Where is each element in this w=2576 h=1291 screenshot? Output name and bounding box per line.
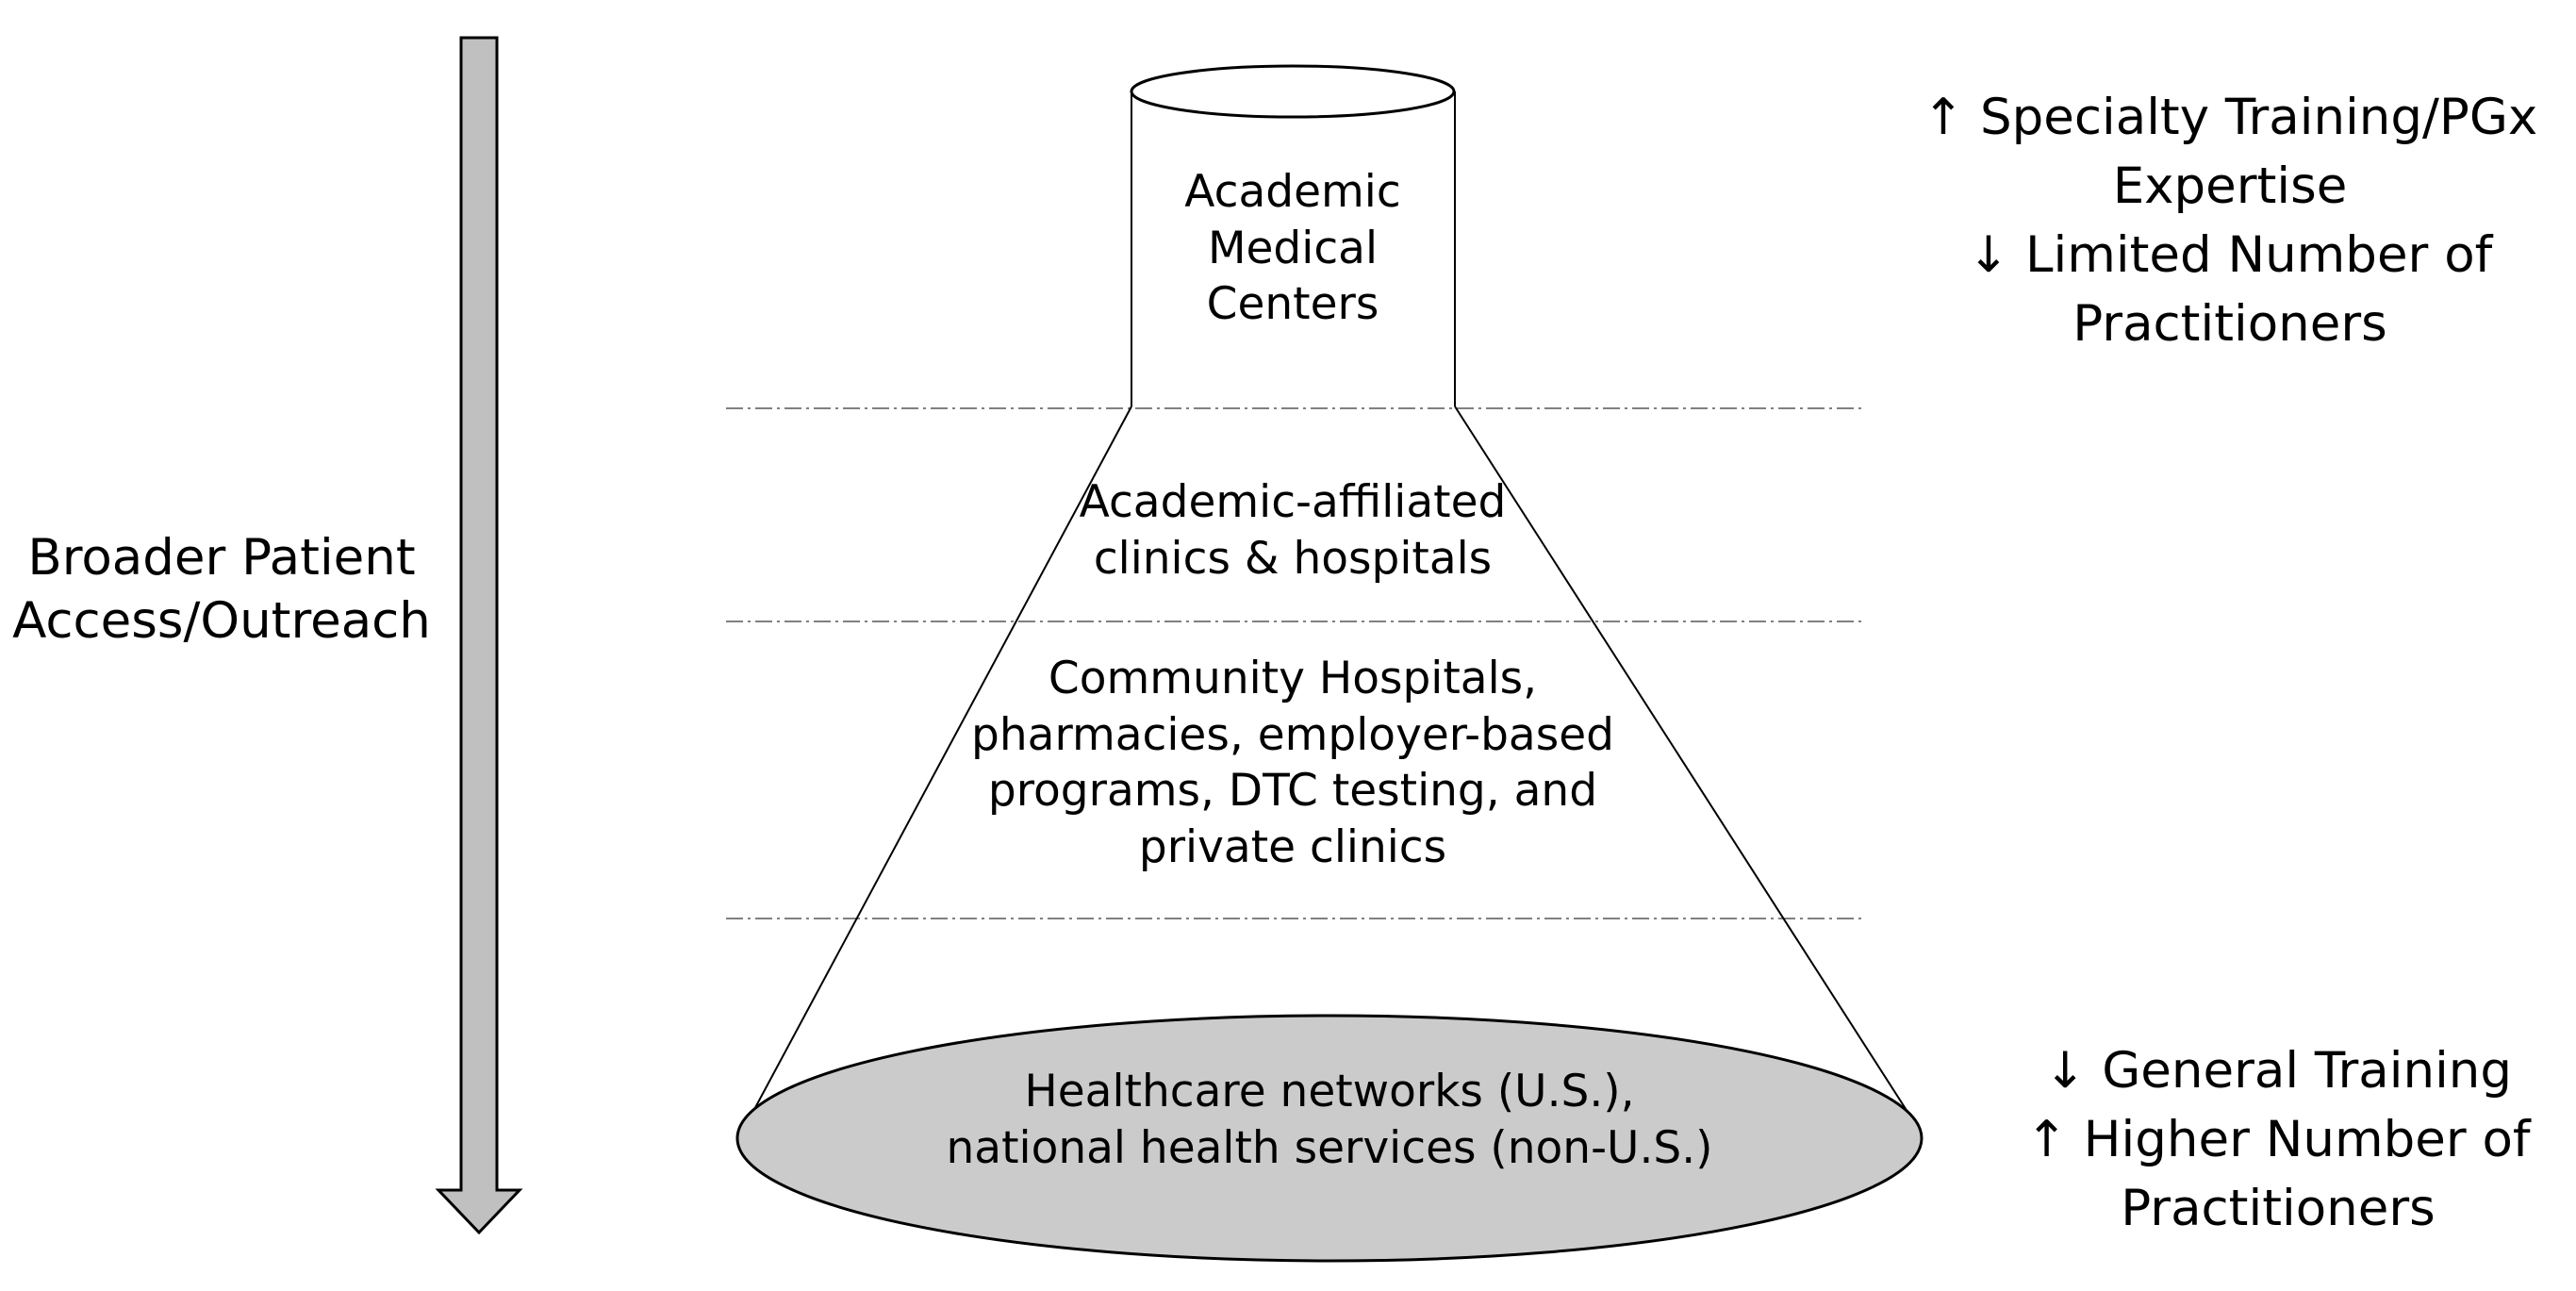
specialty-line-3: ↓ Limited Number of <box>1967 226 2493 285</box>
access-down-arrow <box>435 36 523 1235</box>
flask-cone-left <box>751 406 1132 1116</box>
specialty-line-2: Expertise <box>2112 157 2348 216</box>
access-outreach-label: Broader Patient Access/Outreach <box>9 526 434 654</box>
access-outreach-line-1: Broader Patient <box>27 529 416 587</box>
flask-top-ellipse <box>1130 64 1456 119</box>
tier-1-line-3: Centers <box>1206 278 1379 331</box>
tier-base-line-1: Healthcare networks (U.S.), <box>1024 1066 1635 1117</box>
tier-community: Community Hospitals, pharmacies, employe… <box>916 651 1670 876</box>
tier-3-line-4: private clinics <box>1138 821 1447 874</box>
tier-3-line-3: programs, DTC testing, and <box>987 765 1598 818</box>
tier-base-line-2: national health services (non-U.S.) <box>946 1121 1713 1174</box>
tier-academic-medical-centers: Academic Medical Centers <box>1104 164 1481 333</box>
general-line-2: ↑ Higher Number of <box>2025 1111 2531 1169</box>
general-line-3: Practitioners <box>2121 1180 2436 1238</box>
tier-2-line-1: Academic-affiliated <box>1079 476 1507 528</box>
flask-base-ellipse <box>735 1014 1924 1263</box>
access-outreach-line-2: Access/Outreach <box>12 592 431 651</box>
tier-2-line-2: clinics & hospitals <box>1093 532 1493 585</box>
specialty-line-4: Practitioners <box>2072 295 2387 354</box>
flask-cone-right <box>1454 406 1910 1116</box>
tier-3-line-1: Community Hospitals, <box>1048 653 1538 704</box>
tier-3-line-2: pharmacies, employer-based <box>971 708 1614 761</box>
tier-academic-affiliated: Academic-affiliated clinics & hospitals <box>1010 474 1576 587</box>
tier-1-line-2: Medical <box>1207 222 1379 274</box>
tier-healthcare-networks: Healthcare networks (U.S.), national hea… <box>905 1064 1754 1176</box>
tier-1-line-1: Academic <box>1184 166 1401 218</box>
specialty-training-annotation: ↑ Specialty Training/PGx Expertise ↓ Lim… <box>1886 83 2574 359</box>
general-training-annotation: ↓ General Training ↑ Higher Number of Pr… <box>1980 1036 2576 1243</box>
specialty-line-1: ↑ Specialty Training/PGx <box>1922 89 2538 146</box>
general-line-1: ↓ General Training <box>2043 1042 2513 1100</box>
